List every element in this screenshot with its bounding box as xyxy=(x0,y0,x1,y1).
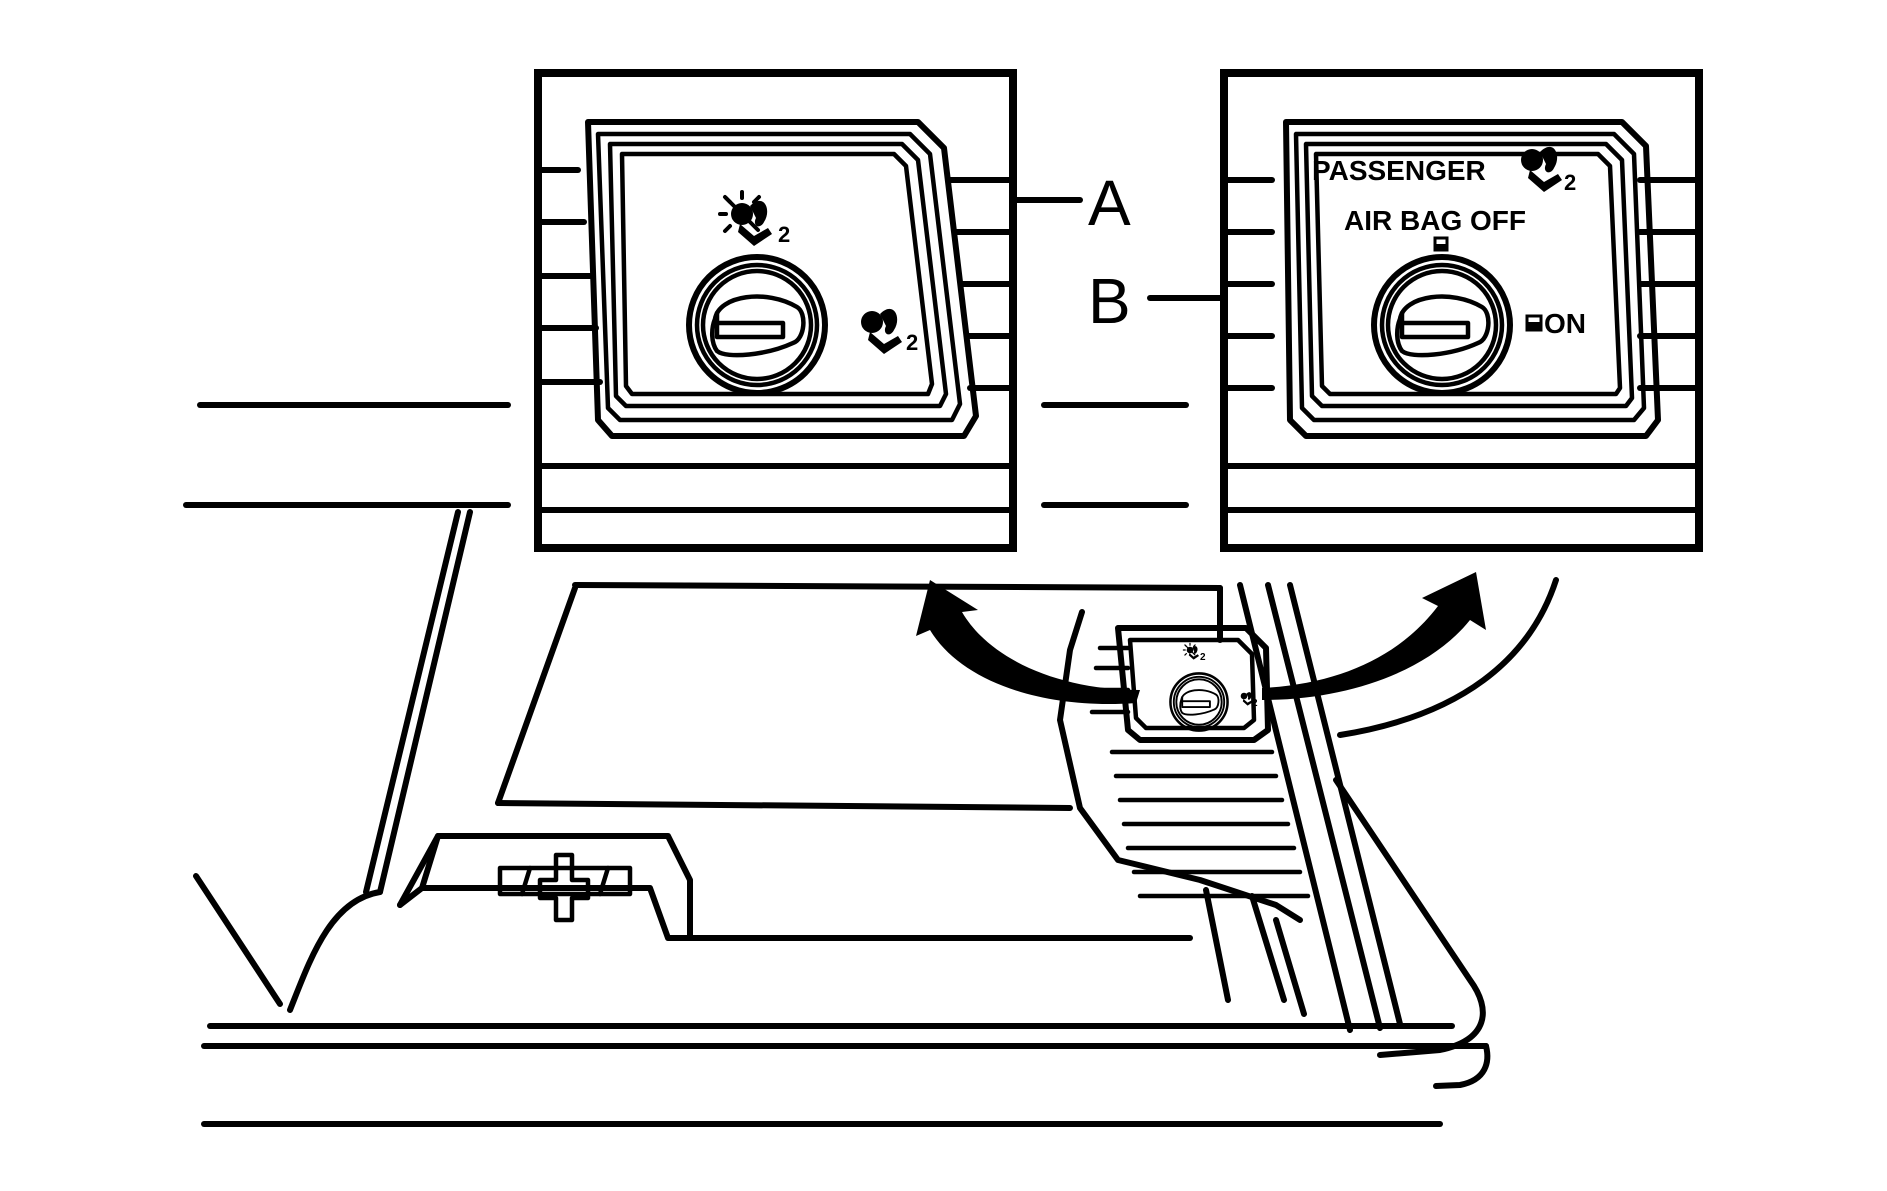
vent-slats-b xyxy=(1225,177,1698,513)
small-subscript-b: 2 xyxy=(1252,698,1258,709)
passenger-label: PASSENGER xyxy=(1312,155,1486,186)
on-indicator xyxy=(1525,314,1543,332)
vent-slats-a xyxy=(539,167,1012,513)
callout-a: A xyxy=(1009,167,1131,239)
curved-arrow-icon xyxy=(1262,572,1486,700)
subscript-on: 2 xyxy=(906,330,918,355)
subscript-off: 2 xyxy=(778,222,790,247)
label-b: B xyxy=(1088,265,1131,337)
detail-a: 2 2 xyxy=(534,69,1017,552)
dashboard-switch: 2 2 xyxy=(1115,625,1271,743)
curved-arrow-icon xyxy=(916,580,1140,705)
passenger-airbag-off-icon xyxy=(1182,642,1200,661)
dashboard-outline xyxy=(183,402,1559,1127)
detail-b: PASSENGER 2 AIR BAG OFF ON xyxy=(1220,69,1703,552)
label-a: A xyxy=(1088,167,1131,239)
airbag-off-label: AIR BAG OFF xyxy=(1344,205,1526,236)
subscript-passenger: 2 xyxy=(1564,170,1576,195)
callout-b: B xyxy=(1088,265,1225,337)
on-label: ON xyxy=(1544,308,1586,339)
small-subscript-a: 2 xyxy=(1200,652,1206,663)
vent-slats-small xyxy=(1089,645,1311,899)
